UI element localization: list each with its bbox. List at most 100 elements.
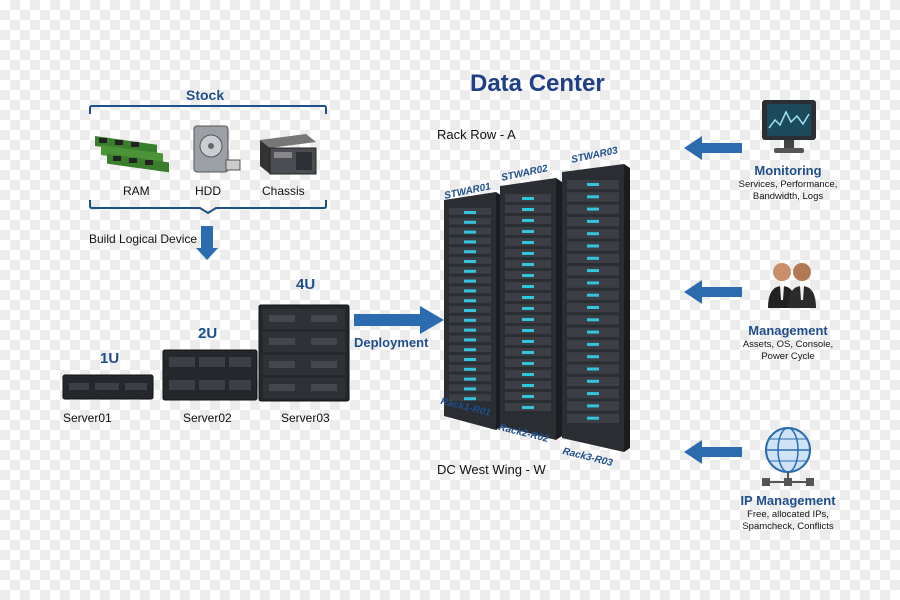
rack-slot-led (587, 392, 599, 396)
rack-slot-led (522, 329, 534, 332)
rack-slot-led (522, 351, 534, 354)
rack-slot-led (587, 416, 599, 420)
rack-row-label: Rack Row - A (437, 127, 516, 142)
rack-slot-led (464, 367, 476, 371)
server-size-4u: 4U (296, 276, 316, 293)
management-line-1: Assets, OS, Console, (742, 339, 834, 350)
monitoring-heading: Monitoring (754, 163, 822, 178)
rack-slot-led (587, 183, 599, 186)
rack-slot-led (587, 342, 599, 346)
down-arrow-icon (196, 226, 218, 260)
rack-slot-led (464, 260, 476, 263)
rack-slot-led (464, 318, 476, 322)
rack-slot-led (522, 395, 534, 398)
rack-slot-led (464, 338, 476, 342)
stock-top-brace (89, 105, 327, 114)
monitor-icon (762, 100, 816, 153)
rack-slot-led (522, 296, 534, 299)
rack-slot-led (522, 307, 534, 310)
ram-icon (95, 136, 169, 173)
management-arrow-icon (684, 280, 742, 304)
server01-name: Server01 (63, 411, 112, 425)
server02-name: Server02 (183, 411, 232, 425)
ip-management-arrow-icon (684, 440, 742, 464)
monitoring-line-1: Services, Performance, (738, 179, 838, 190)
stock-item-chassis: Chassis (262, 184, 305, 198)
rack-slot-led (587, 318, 599, 322)
rack-slot-led (587, 244, 599, 248)
rack-slot-led (587, 219, 599, 223)
rack-slot-led (522, 252, 534, 255)
rack-slot-led (522, 406, 534, 409)
hdd-icon (193, 125, 241, 173)
rack-slot-led (464, 358, 476, 361)
chassis-icon (260, 134, 317, 175)
rack-slot-led (587, 232, 599, 236)
rack-slot-led (522, 318, 534, 321)
monitoring-line-2: Bandwidth, Logs (752, 191, 824, 202)
rack-slot-led (464, 230, 476, 234)
rack-slot-led (464, 397, 476, 401)
rack-slot-led (464, 348, 476, 352)
rack-slot-led (464, 387, 476, 391)
rack-slot-led (522, 285, 534, 288)
rack-slot-led (587, 330, 599, 334)
rack-slot-led (522, 384, 534, 387)
ip-management-line-1: Free, allocated IPs, (747, 509, 829, 520)
management-heading: Management (748, 323, 828, 338)
ip-management-heading: IP Management (740, 493, 836, 508)
build-label: Build Logical Device (89, 232, 198, 246)
rack-slot-led (522, 230, 534, 233)
rack-slot-led (522, 208, 534, 211)
rack-slot-led (522, 241, 534, 244)
rack-slot-led (522, 362, 534, 365)
rack-slot-led (587, 256, 599, 260)
stock-item-ram: RAM (123, 184, 150, 198)
diagram-title: Data Center (470, 70, 605, 97)
rack-slot-led (522, 263, 534, 266)
dc-wing-label: DC West Wing - W (437, 462, 546, 477)
server03-name: Server03 (281, 411, 330, 425)
deployment-arrow-icon (354, 306, 444, 334)
deployment-label: Deployment (354, 335, 429, 350)
ip-management-line-2: Spamcheck, Conflicts (742, 521, 834, 532)
rack-slot-led (587, 367, 599, 371)
stock-item-hdd: HDD (195, 184, 221, 198)
server03-unit (258, 304, 350, 402)
rack-slot-led (522, 274, 534, 277)
rack-slot-led (464, 220, 476, 224)
server-size-1u: 1U (100, 350, 120, 367)
server-size-2u: 2U (198, 325, 218, 342)
management-line-2: Power Cycle (761, 351, 815, 362)
rack-slot-led (464, 250, 476, 254)
stock-bottom-brace (89, 200, 327, 215)
rack-slot-led (522, 340, 534, 343)
stock-heading: Stock (186, 87, 225, 103)
rack-slot-led (464, 377, 476, 381)
rack-slot-led (464, 279, 476, 283)
rack-slot-led (587, 379, 599, 383)
server01-unit (62, 374, 154, 400)
rack-slot-led (464, 309, 476, 312)
rack-slot-led (587, 404, 599, 408)
rack-slot-led (522, 219, 534, 222)
server02-unit (162, 349, 258, 401)
monitoring-arrow-icon (684, 136, 742, 160)
rack-slot-led (522, 373, 534, 376)
rack-side-panel (624, 164, 630, 452)
rack-slot-led (587, 281, 599, 285)
people-icon (768, 263, 816, 308)
rack-slot-led (464, 299, 476, 303)
rack-slot-led (464, 240, 476, 244)
rack-side-panel (556, 178, 562, 440)
rack-slot-led (587, 195, 599, 199)
rack-slot-led (587, 355, 599, 359)
globe-network-icon (762, 427, 814, 486)
rack-group (444, 164, 630, 452)
rack-slot-led (587, 306, 599, 309)
rack-slot-led (587, 207, 599, 211)
rack-slot-led (464, 269, 476, 273)
rack-slot-led (522, 197, 534, 200)
rack-slot-led (464, 211, 476, 214)
rack-slot-led (464, 328, 476, 332)
